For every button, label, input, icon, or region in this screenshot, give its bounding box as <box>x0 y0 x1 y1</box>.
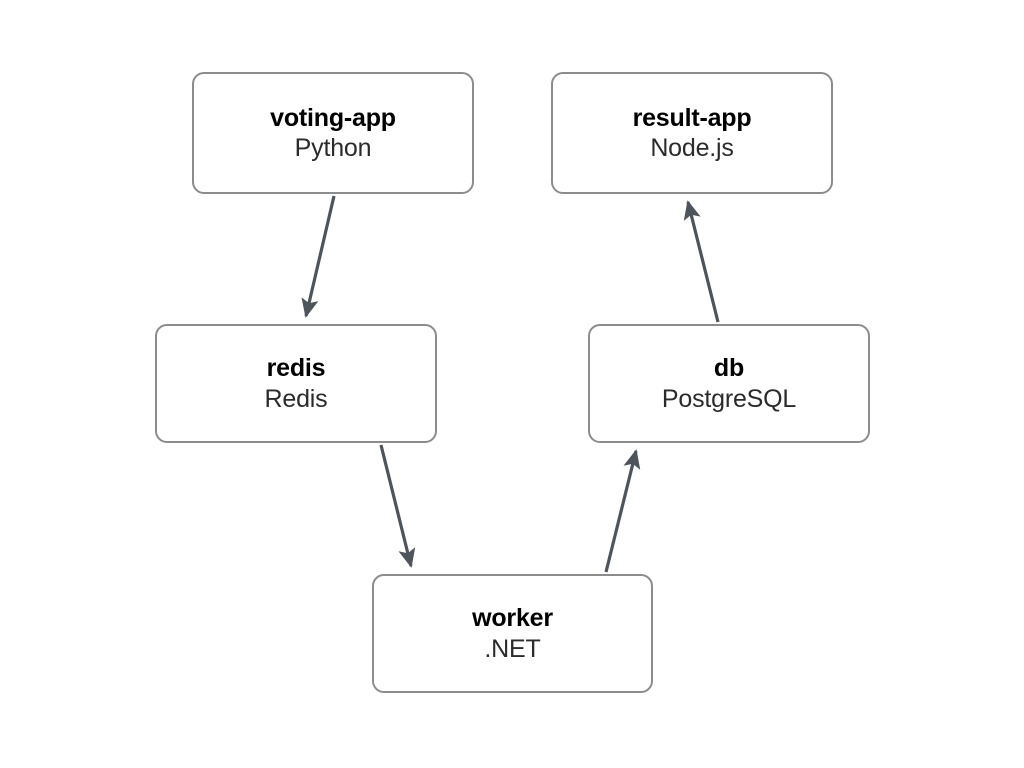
node-title: redis <box>266 354 326 382</box>
edge-db-to-result-app <box>683 200 720 323</box>
edge-redis-to-worker <box>379 444 416 568</box>
node-worker[interactable]: worker .NET <box>372 574 653 693</box>
node-db[interactable]: db PostgreSQL <box>588 324 870 443</box>
node-redis[interactable]: redis Redis <box>155 324 437 443</box>
edge-voting-app-to-redis <box>301 195 336 318</box>
node-subtitle: PostgreSQL <box>661 384 797 413</box>
edge-worker-to-db <box>604 449 641 573</box>
node-subtitle: Python <box>294 134 372 162</box>
node-title: result-app <box>632 103 752 132</box>
node-title: worker <box>472 604 553 632</box>
node-subtitle: Redis <box>264 384 328 413</box>
node-subtitle: .NET <box>484 634 541 663</box>
node-voting-app[interactable]: voting-app Python <box>192 72 474 194</box>
node-result-app[interactable]: result-app Node.js <box>551 72 833 194</box>
node-title: voting-app <box>270 103 396 132</box>
node-title: db <box>713 354 745 382</box>
node-subtitle: Node.js <box>650 134 734 162</box>
